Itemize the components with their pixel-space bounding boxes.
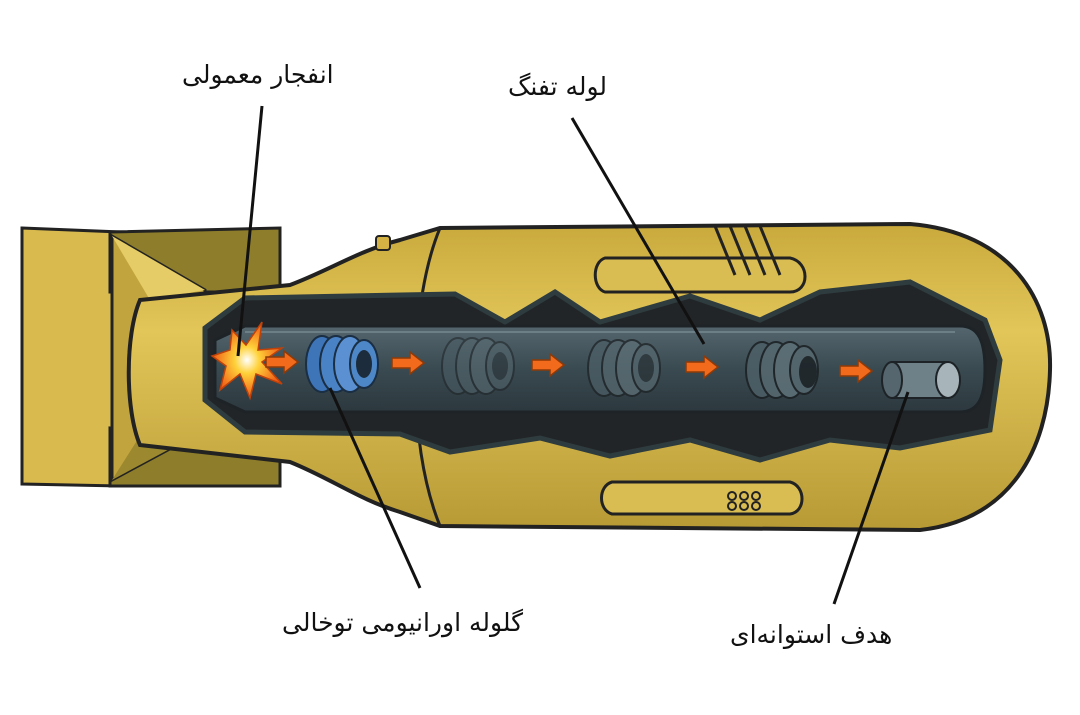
upper-vent-panel	[593, 225, 807, 294]
arrow-icon	[685, 354, 720, 380]
leader-lines	[236, 105, 910, 605]
cylindrical-target	[881, 361, 961, 399]
motion-arrows	[265, 349, 874, 384]
uranium-bullet-label: گلوله اورانیومی توخالی	[282, 608, 524, 637]
arrow-icon	[391, 350, 426, 376]
explosion-icon	[210, 321, 285, 401]
arrow-icon	[265, 349, 300, 375]
lower-vent-panel	[600, 480, 804, 516]
arrow-icon	[839, 358, 874, 384]
conventional-explosive-label: انفجار معمولی	[182, 60, 334, 89]
bullet-ghost-2	[587, 339, 661, 397]
gun-barrel-label: لوله تفنگ	[508, 72, 608, 101]
bullet-ghost-3	[745, 341, 819, 399]
arrow-icon	[531, 352, 566, 378]
uranium-bullet	[305, 335, 379, 393]
bullet-ghost-1	[441, 337, 515, 395]
cylindrical-target-label: هدف استوانه‌ای	[730, 620, 893, 649]
